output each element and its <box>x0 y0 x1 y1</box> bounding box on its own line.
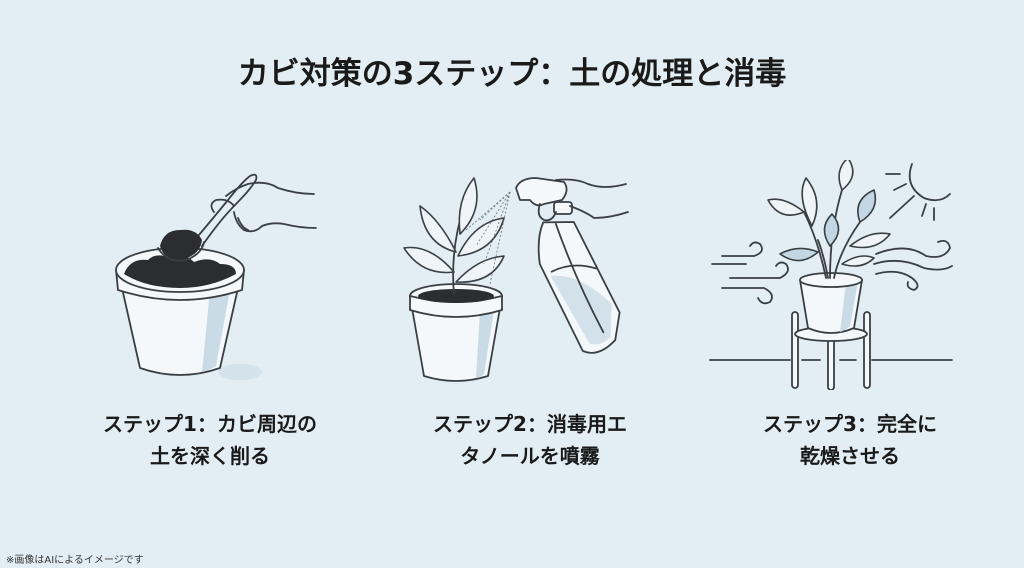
step-2-caption-line2: タノールを噴霧 <box>460 444 600 468</box>
step-2-caption-line1: ステップ2：消毒用エ <box>433 412 627 436</box>
step-3-caption-line2: 乾燥させる <box>800 444 900 468</box>
spray-bottle-plant-icon <box>403 177 629 382</box>
step-3-illustration <box>700 160 1000 390</box>
step-1-illustration <box>60 160 360 390</box>
step-1-caption: ステップ1：カビ周辺の 土を深く削る <box>60 408 360 472</box>
ai-image-footnote: ※画像はAIによるイメージです <box>6 555 144 566</box>
page-title: カビ対策の3ステップ：土の処理と消毒 <box>237 56 787 92</box>
plant-stand-sun-wind-icon <box>709 160 953 390</box>
step-3-caption: ステップ3：完全に 乾燥させる <box>700 408 1000 472</box>
step-1-caption-line1: ステップ1：カビ周辺の <box>103 412 317 436</box>
step-2-caption: ステップ2：消毒用エ タノールを噴霧 <box>380 408 680 472</box>
step-2-illustration <box>380 160 680 390</box>
step-3-caption-line1: ステップ3：完全に <box>763 412 937 436</box>
step-1-caption-line2: 土を深く削る <box>150 444 270 468</box>
spoon-soil-pot-icon <box>115 173 317 380</box>
